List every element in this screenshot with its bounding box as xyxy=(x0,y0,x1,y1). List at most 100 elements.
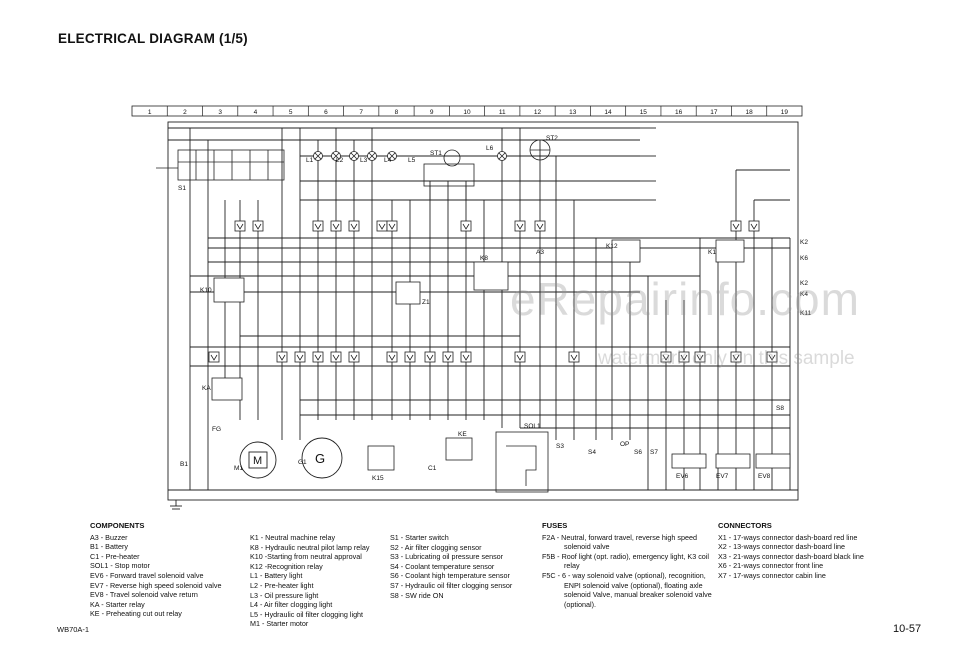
connector-pin xyxy=(748,220,760,232)
connector-chevron xyxy=(426,354,434,361)
label-ka: KA xyxy=(202,385,211,392)
indicator-lamps xyxy=(313,151,507,161)
watermark-site: eRepairinfo.com xyxy=(510,273,860,325)
connector-pin xyxy=(312,351,324,363)
component-item: S2 - Air filter clogging sensor xyxy=(390,542,482,552)
lamp-cross xyxy=(350,152,358,160)
label-l5: L5 xyxy=(408,157,416,164)
watermark-note: watermark only on this sample xyxy=(598,348,855,369)
component-item: L1 - Battery light xyxy=(250,571,303,581)
connector-chevron xyxy=(350,354,358,361)
relays xyxy=(211,239,745,471)
components-legend-col1: COMPONENTS A3 - Buzzer B1 - Battery C1 -… xyxy=(90,521,221,619)
label-fg: FG xyxy=(212,426,221,433)
component-item: L4 - Air filter clogging light xyxy=(250,600,333,610)
ruler-column-label: 3 xyxy=(218,109,222,116)
connector-pin xyxy=(766,351,778,363)
components-heading: COMPONENTS xyxy=(90,521,145,530)
connector-chevron xyxy=(314,223,322,230)
connector-pin xyxy=(514,220,526,232)
ruler-column-label: 16 xyxy=(675,109,683,116)
connector-blocks xyxy=(208,220,778,363)
connector-chevron xyxy=(536,223,544,230)
connector-pin xyxy=(252,220,264,232)
tag-k2a: K2 xyxy=(800,239,808,246)
label-s8: S8 xyxy=(776,405,784,412)
connector-item: X3 - 21-ways connector dash-board black … xyxy=(718,551,864,561)
connector-chevron xyxy=(516,354,524,361)
lamp-cross xyxy=(314,152,322,160)
connector-pin xyxy=(404,351,416,363)
label-l2: L2 xyxy=(336,157,344,164)
components-legend-col2: K1 - Neutral machine relay K8 - Hydrauli… xyxy=(250,533,369,629)
label-st2: ST2 xyxy=(546,135,558,142)
ruler-frame xyxy=(131,105,803,117)
connector-chevron xyxy=(388,354,396,361)
label-b1: B1 xyxy=(180,461,188,468)
ruler-column-label: 8 xyxy=(395,109,399,116)
component-labels: S1 L1 L2 L3 L4 L5 L6 ST1 ST2 K10 KA K12 … xyxy=(178,135,811,482)
connector-item: X7 - 17-ways connector cabin line xyxy=(718,570,826,580)
lamp-cross xyxy=(368,152,376,160)
ruler-column-label: 18 xyxy=(745,109,753,116)
tag-k4: K4 xyxy=(800,291,808,298)
connector-pin xyxy=(312,220,324,232)
label-k12: K12 xyxy=(606,243,618,250)
ruler-column-label: 15 xyxy=(640,109,648,116)
label-ke: KE xyxy=(458,431,467,438)
component-item: S6 - Coolant high temperature sensor xyxy=(390,571,510,581)
label-op: OP xyxy=(620,441,629,448)
ruler-column-label: 4 xyxy=(254,109,258,116)
component-item: L5 - Hydraulic oil filter clogging light xyxy=(250,609,364,619)
ruler-column-label: 2 xyxy=(183,109,187,116)
connector-pin xyxy=(460,220,472,232)
label-ev7: EV7 xyxy=(716,473,729,480)
fuse-item: F5B - Roof light (opt. radio), emergency… xyxy=(542,551,709,571)
label-k8: K8 xyxy=(480,255,488,262)
label-g1: G1 xyxy=(298,459,307,466)
starter-motor-m1: M xyxy=(239,441,277,479)
component-item: C1 - Pre-heater xyxy=(90,551,140,561)
connector-chevron xyxy=(444,354,452,361)
connector-item: X6 - 21-ways connector front line xyxy=(718,561,824,571)
fuse-item: F5C - 6 - way solenoid valve (optional),… xyxy=(542,570,712,609)
connector-chevron xyxy=(332,223,340,230)
connectors-legend: CONNECTORS X1 - 17-ways connector dash-b… xyxy=(718,521,915,581)
connector-pin xyxy=(386,220,398,232)
page-title: ELECTRICAL DIAGRAM (1/5) xyxy=(58,31,248,46)
label-s7: S7 xyxy=(650,449,658,456)
svg-text:G: G xyxy=(315,451,325,466)
component-item: KE - Preheating cut out relay xyxy=(90,609,182,619)
connector-pin xyxy=(568,351,580,363)
tag-k6: K6 xyxy=(800,255,808,262)
wiring-frame xyxy=(167,121,799,501)
st2-block xyxy=(529,139,551,161)
connector-chevron xyxy=(254,223,262,230)
connector-chevron xyxy=(462,223,470,230)
fuses-heading: FUSES xyxy=(542,521,568,530)
connector-chevron xyxy=(388,223,396,230)
ruler-column-label: 17 xyxy=(710,109,718,116)
connector-pin xyxy=(348,220,360,232)
tag-k11: K11 xyxy=(800,310,811,317)
label-s6: S6 xyxy=(634,449,642,456)
component-item: S1 - Starter switch xyxy=(390,533,449,542)
label-l4: L4 xyxy=(384,157,392,164)
connector-pin xyxy=(424,351,436,363)
label-ev6: EV6 xyxy=(676,473,689,480)
components-legend-col3: S1 - Starter switch S2 - Air filter clog… xyxy=(390,533,512,600)
label-k10: K10 xyxy=(200,287,212,294)
connector-pin xyxy=(208,351,220,363)
component-item: K1 - Neutral machine relay xyxy=(250,533,336,542)
ruler-column-label: 6 xyxy=(324,109,328,116)
connector-chevron xyxy=(768,354,776,361)
component-item: EV8 - Travel solenoid valve return xyxy=(90,590,198,600)
connector-chevron xyxy=(750,223,758,230)
connector-pin xyxy=(460,351,472,363)
svg-text:M: M xyxy=(253,455,262,467)
component-item: EV7 - Reverse high speed solenoid valve xyxy=(90,580,222,590)
label-m1: M1 xyxy=(234,465,243,472)
ruler-column-label: 7 xyxy=(359,109,363,116)
